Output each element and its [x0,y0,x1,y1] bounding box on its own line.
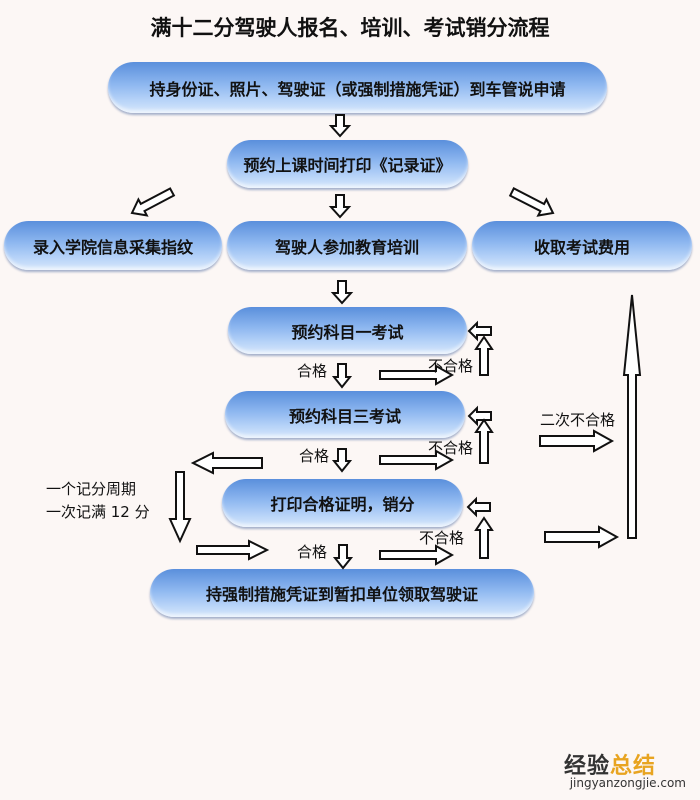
step-retrieve: 持强制措施凭证到暂扣单位领取驾驶证 [150,569,534,617]
step-fingerprint: 录入学院信息采集指纹 [4,221,222,270]
step-certificate: 打印合格证明，销分 [222,479,463,527]
arrow-down-icon [330,280,354,305]
step-exam3: 预约科目三考试 [225,391,465,438]
label-fail-1: 不合格 [428,357,474,375]
label-pass-3: 合格 [297,543,328,561]
arrow-right-icon [379,544,455,566]
step-training: 驾驶人参加教育培训 [227,221,467,270]
arrow-diag-left-icon [130,187,176,217]
arrow-left-small-icon [467,405,492,427]
watermark-logo: 经验总结 [563,754,656,779]
arrow-right-icon [379,449,455,471]
label-cycle-line1: 一个记分周期 [46,480,137,498]
arrow-down-long-icon [168,471,192,544]
arrow-up-icon [474,418,494,464]
label-cycle-line2: 一次记满 12 分 [46,503,150,521]
arrow-up-icon [474,516,494,559]
arrow-right-icon [379,364,455,386]
arrow-left-small-icon [466,496,491,518]
label-second-fail: 二次不合格 [540,411,616,429]
arrow-right-icon [539,429,615,453]
arrow-left-icon [190,451,263,475]
arrow-up-icon [474,335,494,376]
arrow-diag-right-icon [508,187,555,217]
label-fail-3: 不合格 [419,529,465,547]
arrow-pass-down-icon [331,363,353,389]
step-fee: 收取考试费用 [472,221,692,270]
label-pass-1: 合格 [297,362,328,380]
arrow-pass-down-icon [332,544,354,570]
arrow-down-icon [328,194,352,219]
arrow-down-icon [328,114,352,138]
step-book-class: 预约上课时间打印《记录证》 [227,140,468,188]
label-pass-2: 合格 [299,447,330,465]
arrow-pass-down-icon [331,448,353,473]
arrow-right-icon [196,539,270,561]
watermark-url: jingyanzongjie.com [569,776,686,790]
step-exam1: 预约科目一考试 [228,307,467,354]
arrow-up-long-icon [622,294,642,539]
diagram-title: 满十二分驾驶人报名、培训、考试销分流程 [150,16,550,40]
label-fail-2: 不合格 [428,439,474,457]
arrow-right-icon [544,525,620,549]
arrow-left-small-icon [467,320,492,342]
step-apply: 持身份证、照片、驾驶证（或强制措施凭证）到车管说申请 [108,62,607,113]
